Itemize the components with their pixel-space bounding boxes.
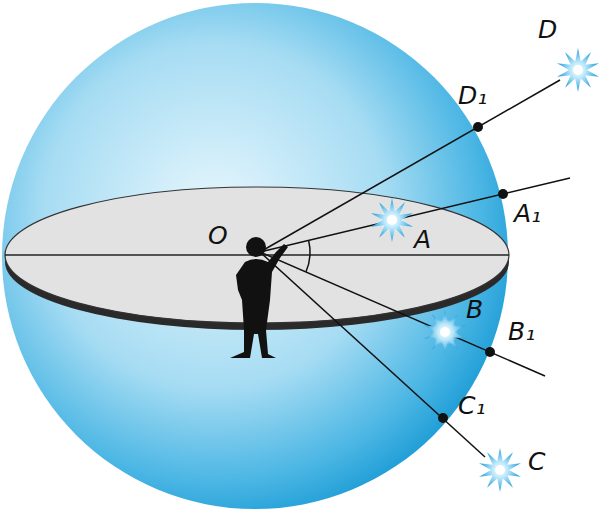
observer-figure xyxy=(230,237,288,358)
sight-lines xyxy=(260,80,570,457)
point-label: D₁ xyxy=(458,82,487,110)
celestial-sphere xyxy=(2,3,508,509)
stars xyxy=(371,48,599,492)
point-label: D xyxy=(538,16,557,44)
projection-points xyxy=(438,122,508,423)
point-label: O xyxy=(208,222,228,250)
point-label: C xyxy=(528,448,545,476)
point-label: A₁ xyxy=(514,200,541,228)
point-label: B xyxy=(466,296,483,324)
point-label: C₁ xyxy=(458,392,485,420)
point-label: A xyxy=(414,226,431,254)
point-label: B₁ xyxy=(508,318,535,346)
